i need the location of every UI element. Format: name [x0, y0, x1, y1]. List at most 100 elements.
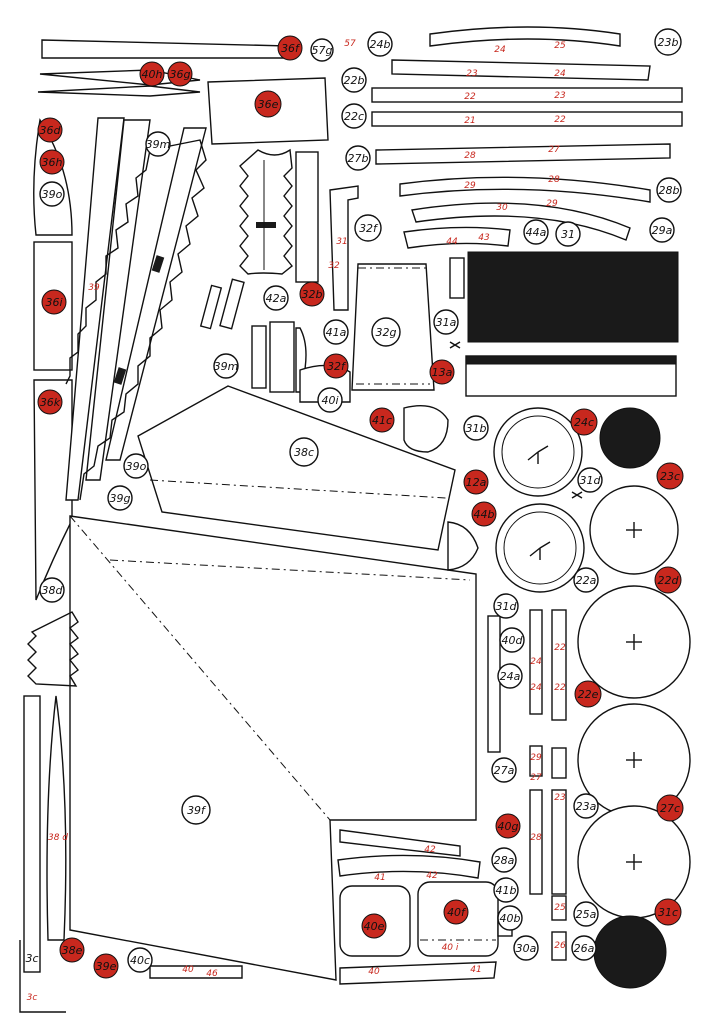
label-27c: 27c	[660, 802, 680, 815]
label-39o: 39o	[126, 460, 147, 473]
label-28b: 28b	[659, 184, 680, 197]
label-39o-top: 39o	[42, 188, 63, 201]
svg-text:23: 23	[554, 793, 566, 803]
svg-text:40: 40	[182, 965, 194, 975]
svg-text:25: 25	[554, 41, 566, 51]
label-31b: 31b	[466, 422, 487, 435]
part-43-curved-strip	[339, 829, 461, 857]
label-23c: 23c	[660, 470, 680, 483]
label-38e: 38e	[62, 944, 83, 957]
label-39m: 39m	[214, 360, 239, 373]
label-39f: 39f	[187, 804, 207, 817]
svg-text:42: 42	[426, 871, 438, 881]
svg-text:23: 23	[554, 91, 566, 101]
svg-text:28: 28	[464, 151, 476, 161]
svg-text:30: 30	[496, 203, 508, 213]
svg-text:46: 46	[206, 969, 218, 979]
label-57g: 57g	[312, 44, 333, 57]
part-39-strips	[65, 117, 207, 501]
label-57: 57	[344, 39, 356, 49]
part-small-strips	[199, 278, 307, 393]
right-arc-strips	[371, 26, 683, 249]
label-38c: 38c	[294, 446, 314, 459]
part-serrated-strip	[465, 355, 677, 397]
label-40c: 40c	[130, 954, 150, 967]
label-28a: 28a	[494, 854, 515, 867]
label-44b: 44b	[474, 508, 495, 521]
label-27b: 27b	[348, 152, 369, 165]
svg-text:22: 22	[554, 643, 566, 653]
label-22b: 22b	[344, 74, 365, 87]
svg-text:25: 25	[554, 903, 566, 913]
label-3c: 3c	[25, 952, 38, 965]
svg-text:28: 28	[548, 175, 560, 185]
label-24a: 24a	[500, 670, 521, 683]
label-12a: 12a	[466, 476, 487, 489]
svg-text:24: 24	[494, 45, 506, 55]
part-39l-fin	[239, 148, 293, 275]
svg-text:22: 22	[554, 683, 566, 693]
svg-text:22: 22	[464, 92, 476, 102]
part-labels: 36f 57g 57 24b 23b 40h 36g 22b 36e 22c 3…	[25, 36, 680, 973]
svg-text:21: 21	[464, 116, 475, 126]
svg-text:31: 31	[336, 237, 347, 247]
svg-text:29: 29	[530, 753, 542, 763]
label-30a: 30a	[516, 942, 537, 955]
label-32f: 32f	[359, 222, 379, 235]
red-label-circles	[37, 35, 684, 979]
scissors-icon	[449, 341, 583, 560]
label-39g: 39g	[110, 492, 131, 505]
svg-text:29: 29	[464, 181, 476, 191]
svg-text:27: 27	[548, 145, 560, 155]
label-23b: 23b	[658, 36, 679, 49]
label-40e: 40e	[364, 920, 385, 933]
label-31d-top: 31d	[580, 474, 602, 487]
label-42a: 42a	[266, 292, 287, 305]
label-31a: 31a	[436, 316, 457, 329]
svg-text:40 i: 40 i	[442, 943, 459, 953]
label-41c: 41c	[372, 414, 392, 427]
label-22a: 22a	[576, 574, 597, 587]
label-41b: 41b	[496, 884, 517, 897]
svg-text:44: 44	[446, 237, 458, 247]
part-3c-strip	[23, 695, 41, 973]
label-29a: 29a	[652, 224, 673, 237]
label-32b: 32b	[302, 288, 323, 301]
part-38e-strip	[46, 695, 67, 941]
label-40h: 40h	[142, 68, 163, 81]
svg-text:41: 41	[374, 873, 385, 883]
label-31d: 31d	[496, 600, 518, 613]
svg-text:29: 29	[546, 199, 558, 209]
label-44a: 44a	[526, 226, 547, 239]
svg-text:26: 26	[554, 941, 566, 951]
label-39e: 39e	[96, 960, 117, 973]
label-36h: 36h	[42, 156, 63, 169]
part-right-vertical-strips	[487, 609, 567, 961]
label-32g: 32g	[376, 326, 397, 339]
svg-text:24: 24	[530, 657, 542, 667]
cross-mark-icon	[626, 522, 642, 870]
label-22c: 22c	[344, 110, 364, 123]
label-36g: 36g	[170, 68, 191, 81]
label-40i: 40i	[321, 394, 338, 407]
part-40-41-bottom-strip	[339, 961, 497, 985]
part-38d-rib	[27, 611, 79, 687]
part-39-zigzag-spar	[65, 139, 207, 501]
label-24b: 24b	[370, 38, 391, 51]
svg-text:42: 42	[424, 845, 436, 855]
part-31-bracket	[329, 185, 359, 311]
svg-text:32: 32	[328, 261, 340, 271]
label-25a: 25a	[576, 908, 597, 921]
label-36e: 36e	[258, 98, 279, 111]
part-39f-panel	[69, 515, 477, 981]
label-23a: 23a	[576, 800, 597, 813]
label-22e: 22e	[578, 688, 599, 701]
svg-text:39: 39	[88, 283, 100, 293]
part-corner-mark	[19, 940, 66, 1013]
label-27a: 27a	[494, 764, 515, 777]
label-31: 31	[561, 228, 575, 241]
part-38c-panel	[137, 385, 456, 551]
label-40f: 40f	[447, 906, 467, 919]
svg-text:24: 24	[554, 69, 566, 79]
label-36i: 36i	[45, 296, 62, 309]
